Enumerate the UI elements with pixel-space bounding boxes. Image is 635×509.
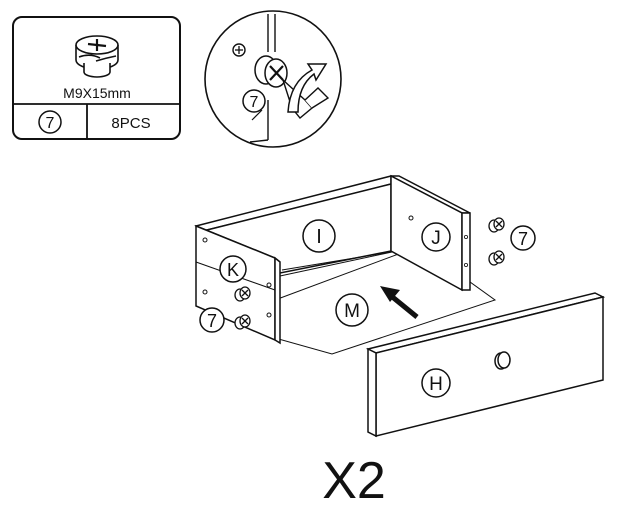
detail-view: 7 (204, 10, 342, 148)
svg-text:7: 7 (518, 229, 528, 249)
parts-box: M9X15mm 7 8PCS (12, 16, 181, 140)
cam-lock-icon (254, 55, 288, 88)
part-number-circle (38, 110, 62, 134)
drawer-knob-icon (494, 351, 511, 370)
callout-right-fasteners: 7 (510, 225, 536, 251)
part-number-label: 7 (46, 115, 55, 132)
cam-nut-icon (488, 250, 505, 266)
insert-direction-arrow-icon (380, 286, 419, 319)
svg-text:H: H (429, 374, 443, 395)
fasteners-right (488, 217, 505, 266)
svg-text:J: J (431, 228, 441, 249)
svg-text:M: M (344, 301, 360, 322)
screw-hole-icon (232, 43, 246, 57)
svg-text:K: K (227, 260, 239, 280)
panel-label-h: H (421, 368, 451, 398)
cam-nut-icon (234, 314, 251, 330)
panel-label-k: K (219, 255, 247, 283)
svg-text:7: 7 (207, 311, 217, 331)
front-panel (365, 292, 606, 438)
detail-part-label: 7 (250, 94, 259, 111)
panel-label-j: J (421, 222, 451, 252)
panel-label-m: M (335, 293, 369, 327)
rotate-arrow-icon (287, 63, 328, 113)
fastener-size-label: M9X15mm (63, 85, 131, 101)
quantity-label: 8PCS (111, 115, 150, 132)
fasteners-left (234, 286, 251, 330)
callout-left-fasteners: 7 (199, 307, 225, 333)
cam-nut-icon (234, 286, 251, 302)
cam-nut-icon (488, 217, 505, 233)
svg-text:I: I (316, 226, 322, 248)
detail-part-circle (242, 89, 266, 113)
cam-lock-nut-icon (75, 35, 119, 78)
panel-label-i: I (302, 219, 336, 253)
multiplier-label: X2 (322, 452, 386, 509)
